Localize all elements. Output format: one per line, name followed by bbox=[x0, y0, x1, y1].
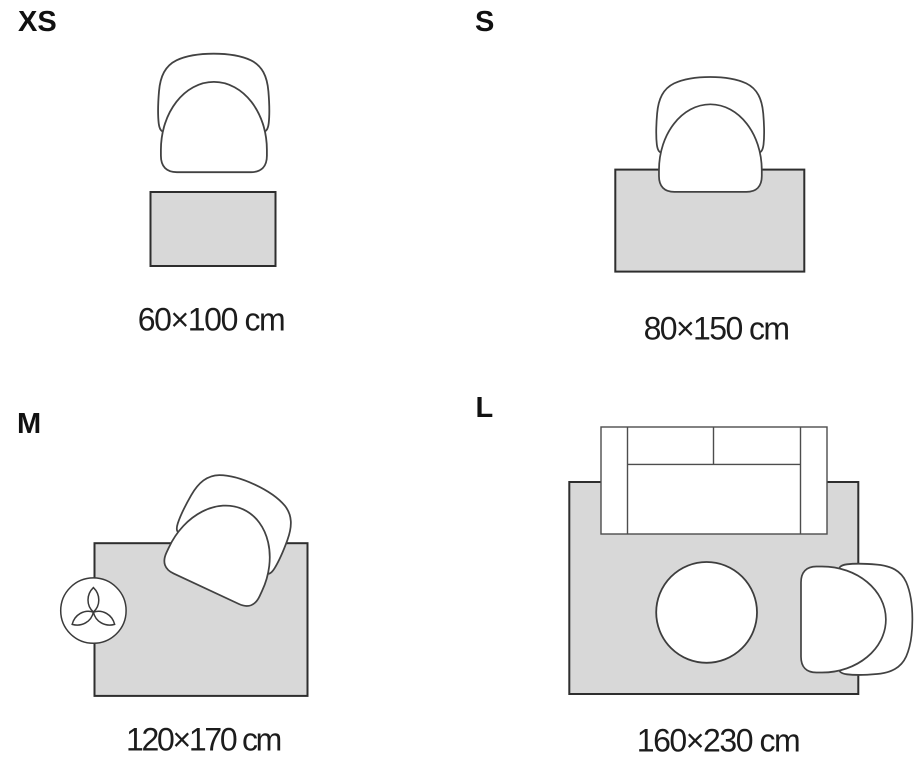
svg-text:L: L bbox=[476, 392, 494, 424]
svg-text:80×150 cm: 80×150 cm bbox=[644, 311, 789, 347]
svg-text:60×100 cm: 60×100 cm bbox=[138, 302, 285, 338]
svg-text:XS: XS bbox=[18, 6, 57, 38]
svg-text:M: M bbox=[17, 408, 41, 440]
svg-text:120×170 cm: 120×170 cm bbox=[126, 722, 281, 758]
svg-text:S: S bbox=[475, 6, 494, 38]
svg-text:160×230 cm: 160×230 cm bbox=[637, 723, 800, 759]
